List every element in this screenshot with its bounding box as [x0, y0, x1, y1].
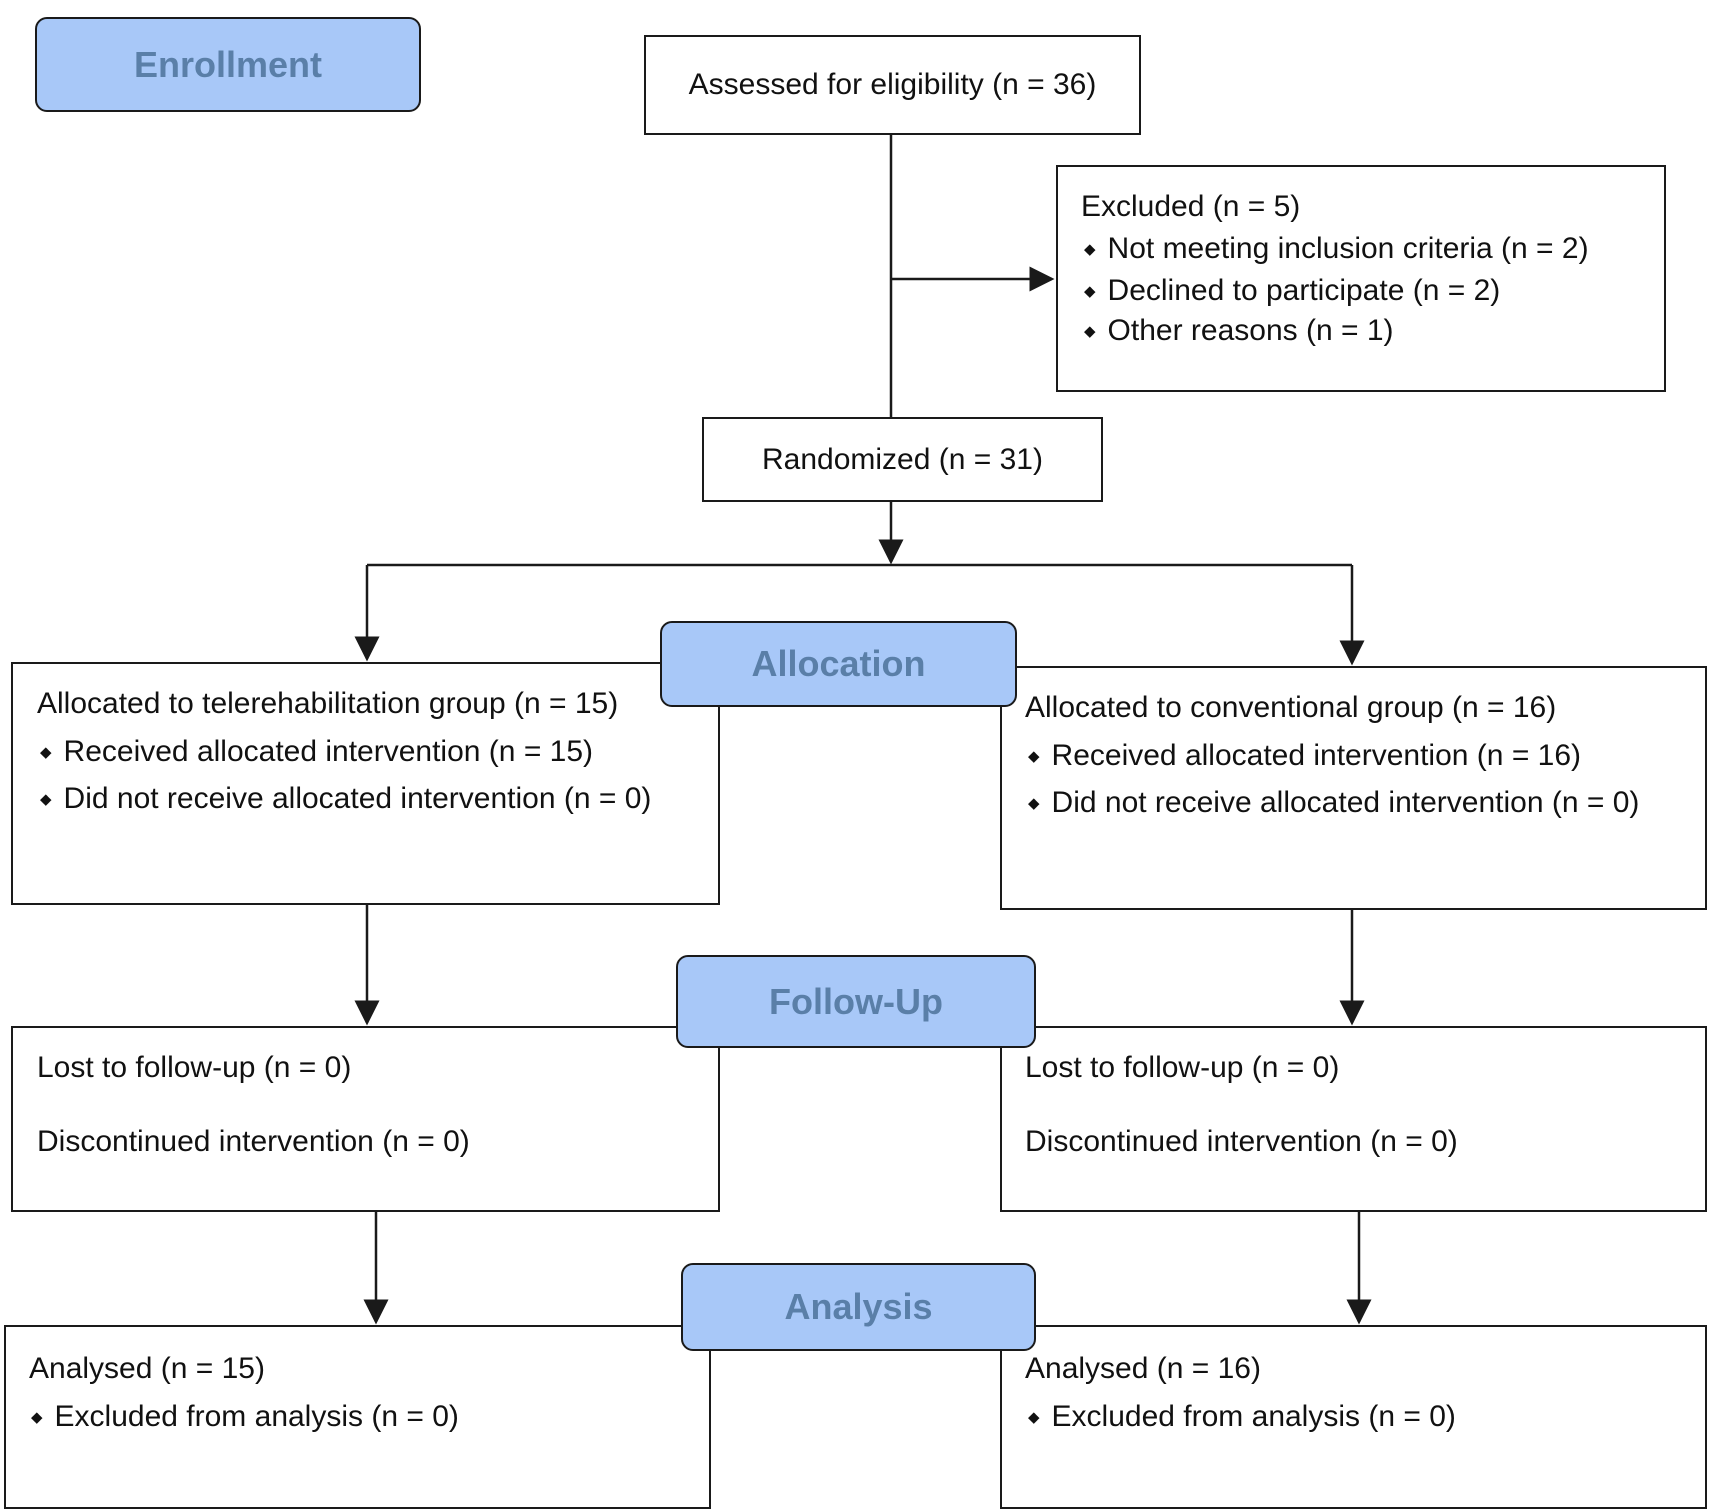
assessed-box: Assessed for eligibility (n = 36) — [644, 35, 1141, 135]
stage-label-allocation: Allocation — [660, 621, 1017, 707]
analysis-right-item: Excluded from analysis (n = 0) — [1028, 1399, 1456, 1435]
followup-left-lost: Lost to follow-up (n = 0) — [37, 1051, 352, 1084]
followup-right-lost: Lost to follow-up (n = 0) — [1025, 1051, 1340, 1084]
allocation-right-item: Received allocated intervention (n = 16) — [1028, 738, 1581, 774]
excluded-title: Excluded (n = 5) — [1081, 190, 1301, 223]
allocation-right-title: Allocated to conventional group (n = 16) — [1025, 691, 1557, 724]
randomized-box: Randomized (n = 31) — [702, 417, 1103, 502]
analysis-right-box: Analysed (n = 16) Excluded from analysis… — [1000, 1325, 1707, 1509]
followup-left-discontinued: Discontinued intervention (n = 0) — [37, 1125, 470, 1158]
analysis-right-title: Analysed (n = 16) — [1025, 1352, 1261, 1385]
allocation-left-box: Allocated to telerehabilitation group (n… — [11, 662, 720, 905]
stage-label-enrollment-text: Enrollment — [133, 43, 322, 85]
analysis-left-item: Excluded from analysis (n = 0) — [31, 1399, 459, 1435]
stage-label-follow-up-text: Follow-Up — [769, 980, 943, 1022]
stage-label-follow-up: Follow-Up — [676, 955, 1036, 1048]
analysis-left-title: Analysed (n = 15) — [29, 1352, 265, 1385]
excluded-item: Other reasons (n = 1) — [1084, 313, 1394, 349]
excluded-box: Excluded (n = 5) Not meeting inclusion c… — [1056, 165, 1666, 392]
randomized-text: Randomized (n = 31) — [762, 442, 1043, 476]
followup-left-box: Lost to follow-up (n = 0) Discontinued i… — [11, 1026, 720, 1212]
stage-label-enrollment: Enrollment — [35, 17, 421, 112]
stage-label-allocation-text: Allocation — [751, 643, 926, 684]
excluded-item: Not meeting inclusion criteria (n = 2) — [1084, 231, 1589, 267]
followup-right-discontinued: Discontinued intervention (n = 0) — [1025, 1125, 1458, 1158]
stage-label-analysis: Analysis — [681, 1263, 1036, 1351]
followup-right-box: Lost to follow-up (n = 0) Discontinued i… — [1000, 1026, 1707, 1212]
allocation-left-item: Received allocated intervention (n = 15) — [40, 734, 593, 770]
allocation-left-title: Allocated to telerehabilitation group (n… — [37, 687, 619, 720]
allocation-right-box: Allocated to conventional group (n = 16)… — [1000, 666, 1707, 910]
assessed-text: Assessed for eligibility (n = 36) — [688, 68, 1097, 101]
analysis-left-box: Analysed (n = 15) Excluded from analysis… — [4, 1325, 711, 1509]
allocation-left-item: Did not receive allocated intervention (… — [40, 781, 652, 817]
excluded-item: Declined to participate (n = 2) — [1084, 273, 1501, 309]
stage-label-analysis-text: Analysis — [784, 1286, 933, 1327]
allocation-right-item: Did not receive allocated intervention (… — [1028, 785, 1640, 821]
